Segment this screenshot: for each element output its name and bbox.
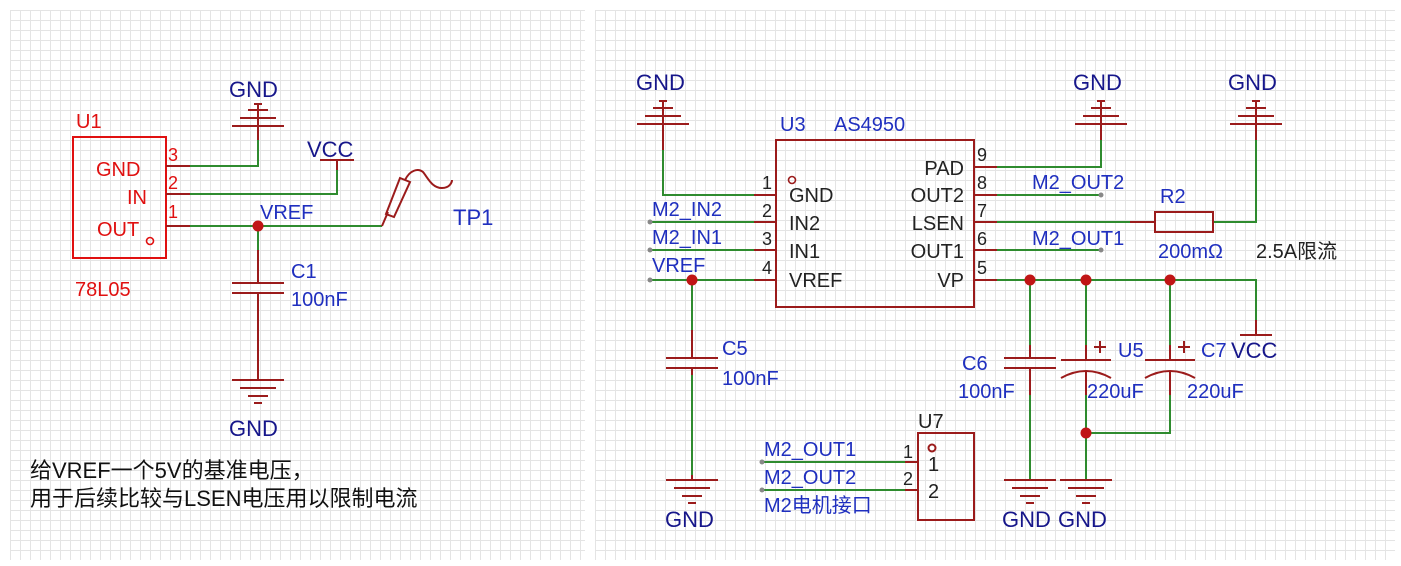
r2-note: 2.5A限流 (1256, 240, 1337, 263)
u3-pin8-num: 8 (977, 173, 987, 193)
c1-ref: C1 (291, 261, 317, 283)
u7-pin2-num: 2 (903, 469, 913, 489)
u7-label: M2电机接口 (764, 494, 872, 517)
u3-pin2-num: 2 (762, 201, 772, 221)
net-label-u7-out2: M2_OUT2 (764, 467, 856, 489)
u1-pin-in-name: IN (127, 187, 147, 209)
u7-motor-connector[interactable] (905, 432, 975, 521)
c5-value: 100nF (722, 368, 779, 390)
c5-ref: C5 (722, 338, 748, 360)
junction-dots-right (686, 274, 1176, 439)
u3-pin1-name: GND (789, 185, 833, 207)
net-label-vref-right: VREF (652, 255, 705, 277)
net-label-m2-out1: M2_OUT1 (1032, 228, 1124, 250)
vcc-label-left: VCC (307, 137, 354, 162)
gnd-symbol-left-top (232, 103, 284, 140)
u3-pin9-name: PAD (924, 158, 964, 180)
schematic-sheet-left (10, 10, 585, 560)
u1-ref: U1 (76, 111, 102, 133)
gnd-symbol-f (1060, 479, 1112, 504)
net-label-vref-left: VREF (260, 202, 313, 224)
u3-pin4-num: 4 (762, 258, 772, 278)
gnd-label-c: GND (1228, 70, 1277, 95)
u3-pin8-name: OUT2 (911, 185, 964, 207)
net-label-m2-in2: M2_IN2 (652, 199, 722, 221)
u1-regulator[interactable]: U1 78L05 GND IN OUT 3 2 1 (72, 111, 190, 301)
r2-resistor[interactable] (1130, 211, 1214, 233)
u3-pin6-num: 6 (977, 229, 987, 249)
schematic-sheet-right (595, 10, 1395, 560)
gnd-symbol-b (1075, 100, 1127, 140)
gnd-symbol-left-bottom (232, 350, 284, 404)
gnd-symbol-d (666, 475, 718, 504)
u7-pin1-num: 1 (903, 442, 913, 462)
u3-driver-ic[interactable] (775, 139, 975, 308)
c1-capacitor[interactable] (232, 250, 284, 350)
u1-pin-out-name: OUT (97, 219, 139, 241)
u3-pin3-name: IN1 (789, 241, 820, 263)
u5-ref: U5 (1118, 340, 1144, 362)
u5-value: 220uF (1087, 381, 1144, 403)
r2-value: 200mΩ (1158, 241, 1223, 263)
u3-pin9-num: 9 (977, 145, 987, 165)
junction-dot (252, 220, 264, 232)
c6-capacitor[interactable] (1004, 345, 1056, 395)
gnd-label-a: GND (636, 70, 685, 95)
vcc-symbol-right (1240, 320, 1272, 336)
u7-pin2-name: 2 (928, 481, 939, 503)
c7-electrolytic-capacitor[interactable] (1144, 341, 1196, 395)
u7-ref: U7 (918, 411, 944, 433)
c7-ref: C7 (1201, 340, 1227, 362)
u3-pin7-num: 7 (977, 201, 987, 221)
gnd-label-left-top: GND (229, 77, 278, 102)
u3-value: AS4950 (834, 114, 905, 136)
gnd-symbol-c (1230, 100, 1282, 140)
tp1-label: TP1 (453, 205, 493, 230)
wire-end-dots (647, 192, 1104, 493)
gnd-label-b: GND (1073, 70, 1122, 95)
note-line-1: 给VREF一个5V的基准电压， (30, 458, 314, 483)
u3-right-pin-lines (974, 166, 997, 281)
u5-electrolytic-capacitor[interactable] (1060, 341, 1112, 395)
u3-pin3-num: 3 (762, 229, 772, 249)
u7-pin1-name: 1 (928, 454, 939, 476)
u3-pin5-name: VP (937, 270, 964, 292)
c7-value: 220uF (1187, 381, 1244, 403)
net-label-m2-out2: M2_OUT2 (1032, 172, 1124, 194)
u1-value: 78L05 (75, 279, 131, 301)
c1-value: 100nF (291, 289, 348, 311)
u3-pin7-name: LSEN (912, 213, 964, 235)
c6-value: 100nF (958, 381, 1015, 403)
u3-pin4-name: VREF (789, 270, 842, 292)
note-line-2: 用于后续比较与LSEN电压用以限制电流 (30, 486, 418, 511)
u3-pin2-name: IN2 (789, 213, 820, 235)
u1-pin3-num: 3 (168, 145, 178, 165)
c6-ref: C6 (962, 353, 988, 375)
gnd-label-e: GND (1002, 507, 1051, 532)
u1-pin2-num: 2 (168, 173, 178, 193)
gnd-symbol-e (1004, 479, 1056, 504)
net-label-m2-in1: M2_IN1 (652, 227, 722, 249)
u3-left-pin-lines (754, 194, 776, 281)
u3-ref: U3 (780, 114, 806, 136)
u3-pin6-name: OUT1 (911, 241, 964, 263)
annotation-note: 给VREF一个5V的基准电压， 用于后续比较与LSEN电压用以限制电流 (30, 457, 417, 513)
u3-pin1-num: 1 (762, 173, 772, 193)
gnd-symbol-a (637, 100, 689, 150)
gnd-label-left-bottom: GND (229, 416, 278, 441)
gnd-label-d: GND (665, 507, 714, 532)
u3-pin5-num: 5 (977, 258, 987, 278)
vcc-symbol-left (320, 159, 354, 170)
r2-ref: R2 (1160, 186, 1186, 208)
u1-pin1-num: 1 (168, 202, 178, 222)
gnd-label-f: GND (1058, 507, 1107, 532)
vcc-label-right: VCC (1231, 338, 1278, 363)
c5-capacitor[interactable] (666, 330, 718, 375)
u1-pin-gnd-name: GND (96, 159, 140, 181)
net-label-u7-out1: M2_OUT1 (764, 439, 856, 461)
tp1-test-point[interactable] (381, 169, 453, 227)
